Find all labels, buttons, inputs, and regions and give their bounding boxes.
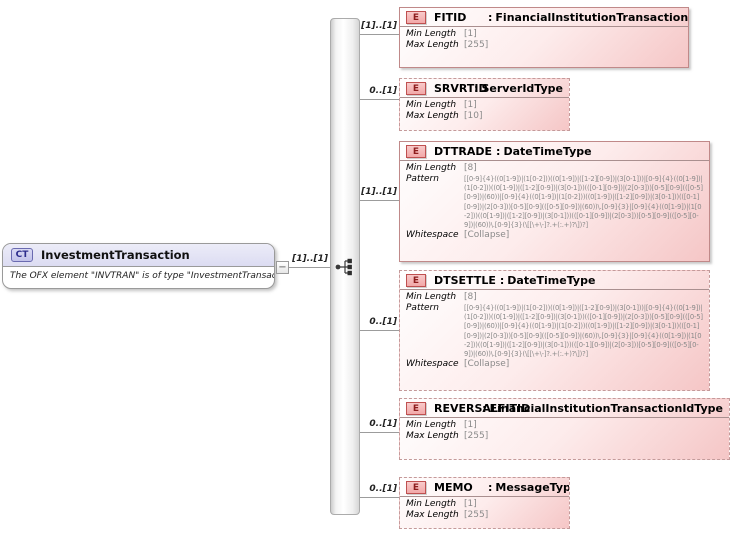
element-name: FITID <box>434 11 467 24</box>
element-name: REVERSALFITID <box>434 402 531 415</box>
element-icon: E <box>406 82 426 95</box>
element-icon: E <box>406 402 426 415</box>
facet-label: Min Length <box>406 29 457 39</box>
facet-value: [255] <box>464 40 489 50</box>
element-type: :FinancialInstitutionTransactionIdType <box>488 11 689 24</box>
element-header: E MEMO :MessageType <box>400 478 569 497</box>
facet-label: Pattern <box>406 174 439 184</box>
connector-line <box>360 99 399 100</box>
complex-type-title: InvestmentTransaction <box>41 248 190 262</box>
facet-table: Min Length [1] Max Length [255] <box>400 497 569 523</box>
facet-value: [255] <box>464 431 489 441</box>
facet-label: Min Length <box>406 499 457 509</box>
connector-line <box>360 330 399 331</box>
connector-line <box>360 200 399 201</box>
complex-type-annotation: The OFX element "INVTRAN" is of type "In… <box>10 271 274 281</box>
facet-value-pattern: [[0-9]{4}((0[1-9])|(1[0-2]))((0[1-9])|([… <box>464 304 703 359</box>
cardinality-label: 0..[1] <box>369 86 397 96</box>
sequence-icon <box>335 258 352 276</box>
element-name: DTSETTLE <box>434 274 496 287</box>
facet-value: [8] <box>464 163 477 173</box>
connector-line <box>289 267 330 268</box>
collapse-toggle[interactable]: − <box>276 261 289 274</box>
complex-type-box[interactable]: CT InvestmentTransaction The OFX element… <box>2 243 275 289</box>
facet-value: [Collapse] <box>464 359 510 370</box>
element-header: E SRVRTID :ServerIdType <box>400 79 569 98</box>
element-type: :MessageType <box>488 481 569 494</box>
element-type: :FinancialInstitutionTransactionIdType <box>482 402 723 415</box>
facet-table: Min Length [8] Pattern [[0-9]{4}((0[1-9])|… <box>400 290 709 372</box>
element-icon: E <box>406 145 426 158</box>
element-icon: E <box>406 274 426 287</box>
element-name: SRVRTID <box>434 82 488 95</box>
facet-value: [Collapse] <box>464 230 510 241</box>
connector-line <box>360 432 399 433</box>
complex-type-header: CT InvestmentTransaction <box>3 244 274 267</box>
element-box-fitid[interactable]: E FITID :FinancialInstitutionTransaction… <box>399 7 689 68</box>
element-icon: E <box>406 11 426 24</box>
facet-table: Min Length [1] Max Length [255] <box>400 418 729 444</box>
facet-value: [1] <box>464 100 477 110</box>
cardinality-label: [1]..[1] <box>361 187 397 197</box>
facet-table: Min Length [1] Max Length [255] <box>400 27 688 53</box>
element-header: E DTSETTLE :DateTimeType <box>400 271 709 290</box>
cardinality-label: 0..[1] <box>369 419 397 429</box>
connector-line <box>360 34 399 35</box>
element-header: E REVERSALFITID :FinancialInstitutionTra… <box>400 399 729 418</box>
element-header: E DTTRADE :DateTimeType <box>400 142 709 161</box>
element-name: MEMO <box>434 481 473 494</box>
facet-label: Whitespace <box>406 230 459 241</box>
element-box-dttrade[interactable]: E DTTRADE :DateTimeType Min Length [8] Pa… <box>399 141 710 262</box>
minus-icon: − <box>278 262 287 273</box>
element-icon: E <box>406 481 426 494</box>
facet-value: [1] <box>464 29 477 39</box>
cardinality-label-root: [1]..[1] <box>292 254 328 264</box>
facet-label: Min Length <box>406 163 457 173</box>
facet-value: [10] <box>464 111 483 121</box>
facet-table: Min Length [1] Max Length [10] <box>400 98 569 124</box>
element-header: E FITID :FinancialInstitutionTransaction… <box>400 8 688 27</box>
facet-value: [1] <box>464 420 477 430</box>
complex-type-icon: CT <box>11 248 33 262</box>
facet-table: Min Length [8] Pattern [[0-9]{4}((0[1-9])|… <box>400 161 709 243</box>
facet-label: Max Length <box>406 111 459 121</box>
element-type: :DateTimeType <box>496 145 592 158</box>
facet-value: [255] <box>464 510 489 520</box>
element-box-srvrtid[interactable]: E SRVRTID :ServerIdType Min Length [1] Ma… <box>399 78 570 131</box>
element-type: :ServerIdType <box>474 82 563 95</box>
facet-label: Pattern <box>406 303 439 313</box>
facet-value: [1] <box>464 499 477 509</box>
facet-label: Min Length <box>406 100 457 110</box>
cardinality-label: 0..[1] <box>369 484 397 494</box>
facet-label: Min Length <box>406 292 457 302</box>
facet-label: Max Length <box>406 431 459 441</box>
cardinality-label: 0..[1] <box>369 317 397 327</box>
facet-value: [8] <box>464 292 477 302</box>
connector-line <box>360 497 399 498</box>
facet-value-pattern: [[0-9]{4}((0[1-9])|(1[0-2]))((0[1-9])|([… <box>464 175 703 230</box>
facet-label: Min Length <box>406 420 457 430</box>
element-type: :DateTimeType <box>499 274 596 287</box>
element-box-dtsettle[interactable]: E DTSETTLE :DateTimeType Min Length [8] P… <box>399 270 710 391</box>
element-name: DTTRADE <box>434 145 493 158</box>
element-box-memo[interactable]: E MEMO :MessageType Min Length [1] Max Le… <box>399 477 570 529</box>
facet-label: Max Length <box>406 510 459 520</box>
facet-label: Whitespace <box>406 359 459 370</box>
cardinality-label: [1]..[1] <box>361 21 397 31</box>
facet-label: Max Length <box>406 40 459 50</box>
element-box-reversalfitid[interactable]: E REVERSALFITID :FinancialInstitutionTra… <box>399 398 730 460</box>
